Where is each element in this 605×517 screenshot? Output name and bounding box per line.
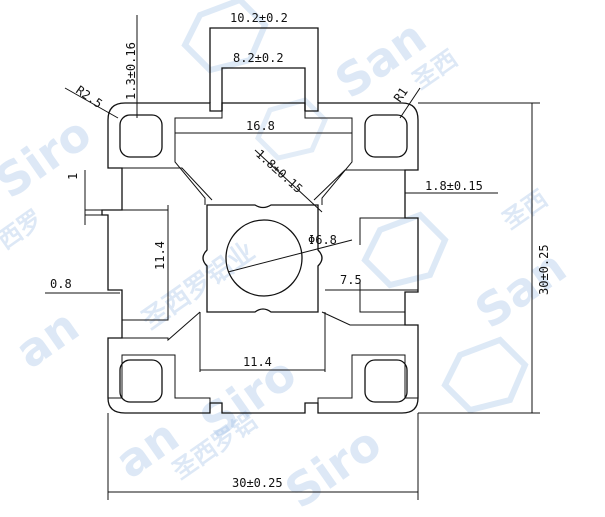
right-side-slot [359, 217, 405, 313]
watermark-logo-3 [441, 336, 529, 414]
dim-bore: Φ6.8 [308, 233, 337, 247]
core-square [202, 204, 323, 313]
dim-top-wall: 1.3±0.16 [124, 42, 138, 100]
dimension-lines [45, 15, 540, 500]
watermark-logo-2 [361, 211, 449, 289]
watermark-chinese-5: 圣西 [497, 184, 552, 234]
dim-core-height: 11.4 [153, 241, 167, 270]
dim-slot-depth: 7.5 [340, 273, 362, 287]
dim-width-overall: 30±0.25 [232, 476, 283, 490]
corner-hole-bottom-left [119, 359, 163, 403]
dimension-labels: 10.2±0.2 8.2±0.2 1.3±0.16 R2.5 R1 16.8 1… [50, 11, 551, 490]
upper-right-web [313, 125, 405, 205]
corner-hole-bottom-right [364, 359, 408, 403]
corner-hole-top-left [119, 114, 163, 158]
watermark-logo-1 [181, 0, 269, 74]
dim-corner-radius-right: R1 [391, 85, 411, 105]
corner-hole-top-right [364, 114, 408, 158]
dim-lip-side: 0.8 [50, 277, 72, 291]
watermark-chinese-2: 西罗 [0, 204, 48, 254]
dim-corner-radius-left: R2.5 [73, 83, 105, 111]
watermark-brand-4: San [465, 239, 575, 339]
dim-top-slot-inner: 8.2±0.2 [233, 51, 284, 65]
watermark-brand-3: Siro [275, 416, 390, 517]
dim-right-wall: 1.8±0.15 [425, 179, 483, 193]
dim-lip-left: 1 [66, 173, 80, 180]
watermark-layer: Siro San Siro an an Siro San 圣西罗铝业 西罗 圣西… [0, 0, 576, 517]
lower-right-web [317, 311, 418, 403]
watermark-brand-alt-2: an [5, 298, 88, 379]
dim-core-width: 11.4 [243, 355, 272, 369]
watermark-brand-alt: San [325, 9, 435, 109]
watermark-brand: Siro [0, 106, 101, 209]
dim-top-slot-outer: 10.2±0.2 [230, 11, 288, 25]
top-inner-lip [174, 111, 353, 125]
upper-left-web [122, 125, 213, 205]
watermark-brand-alt-3: an [105, 408, 188, 489]
dim-height-overall: 30±0.25 [537, 244, 551, 295]
center-bore [225, 219, 303, 297]
dim-inner-width: 16.8 [246, 119, 275, 133]
